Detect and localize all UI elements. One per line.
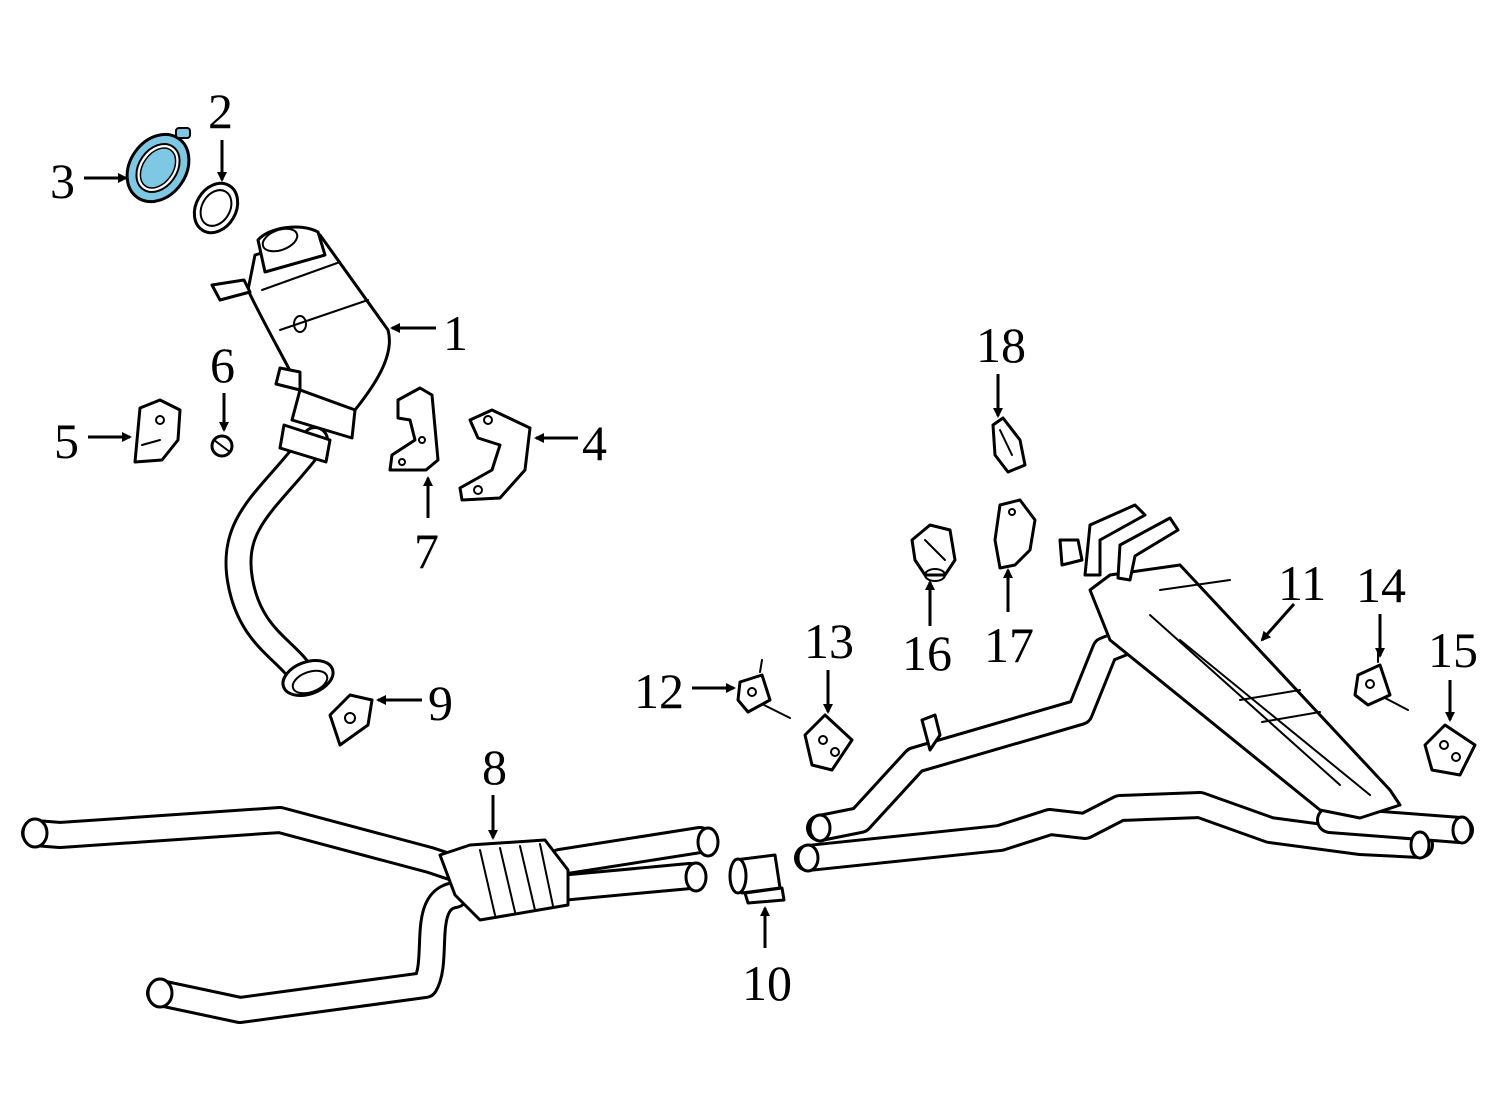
part-2-ring-gasket[interactable]	[186, 175, 247, 240]
leader-arrows	[84, 140, 1455, 948]
part-17-heat-shield[interactable]	[993, 498, 1037, 570]
part-7-mounting-bracket[interactable]	[388, 386, 440, 472]
part-18-clip[interactable]	[991, 416, 1027, 474]
part-13-rubber-mount[interactable]	[803, 713, 854, 772]
callout-3[interactable]: 3	[50, 153, 75, 209]
callout-17[interactable]: 17	[984, 617, 1034, 673]
callout-5[interactable]: 5	[54, 413, 79, 469]
callout-14[interactable]: 14	[1356, 557, 1406, 613]
part-10-pipe-clamp[interactable]	[728, 853, 786, 905]
callout-16[interactable]: 16	[902, 625, 952, 681]
leader-11	[1260, 603, 1296, 642]
callout-15[interactable]: 15	[1428, 622, 1478, 678]
part-4-bracket[interactable]	[458, 408, 532, 502]
part-14-hanger-bracket[interactable]	[1353, 649, 1409, 711]
callout-6[interactable]: 6	[210, 337, 235, 393]
callout-1[interactable]: 1	[443, 305, 468, 361]
callout-12[interactable]: 12	[634, 663, 684, 719]
callout-9[interactable]: 9	[428, 675, 453, 731]
callout-8[interactable]: 8	[482, 739, 507, 795]
part-6-clip[interactable]	[210, 434, 234, 458]
part-8-intermediate-pipe[interactable]	[21, 806, 720, 1024]
callout-18[interactable]: 18	[976, 317, 1026, 373]
callout-7[interactable]: 7	[414, 523, 439, 579]
part-1-catalytic-converter[interactable]	[210, 224, 391, 701]
part-3-flange-gasket[interactable]	[114, 122, 201, 213]
callout-4[interactable]: 4	[582, 415, 607, 471]
part-15-rubber-mount[interactable]	[1423, 723, 1477, 777]
callout-13[interactable]: 13	[804, 613, 854, 669]
part-5-bracket-plate[interactable]	[133, 398, 182, 464]
part-12-hanger-bolt[interactable]	[736, 659, 791, 719]
part-16-valve-actuator[interactable]	[910, 523, 957, 582]
callout-2[interactable]: 2	[208, 83, 233, 139]
callout-labels: 1 2 3 4 5 6 7 8 9 10 11 12 13 14 15 16 1…	[50, 83, 1478, 1011]
part-9-hanger-bracket[interactable]	[328, 693, 374, 747]
part-11-rear-muffler[interactable]	[794, 503, 1474, 873]
callout-11[interactable]: 11	[1278, 555, 1326, 611]
callout-10[interactable]: 10	[742, 955, 792, 1011]
